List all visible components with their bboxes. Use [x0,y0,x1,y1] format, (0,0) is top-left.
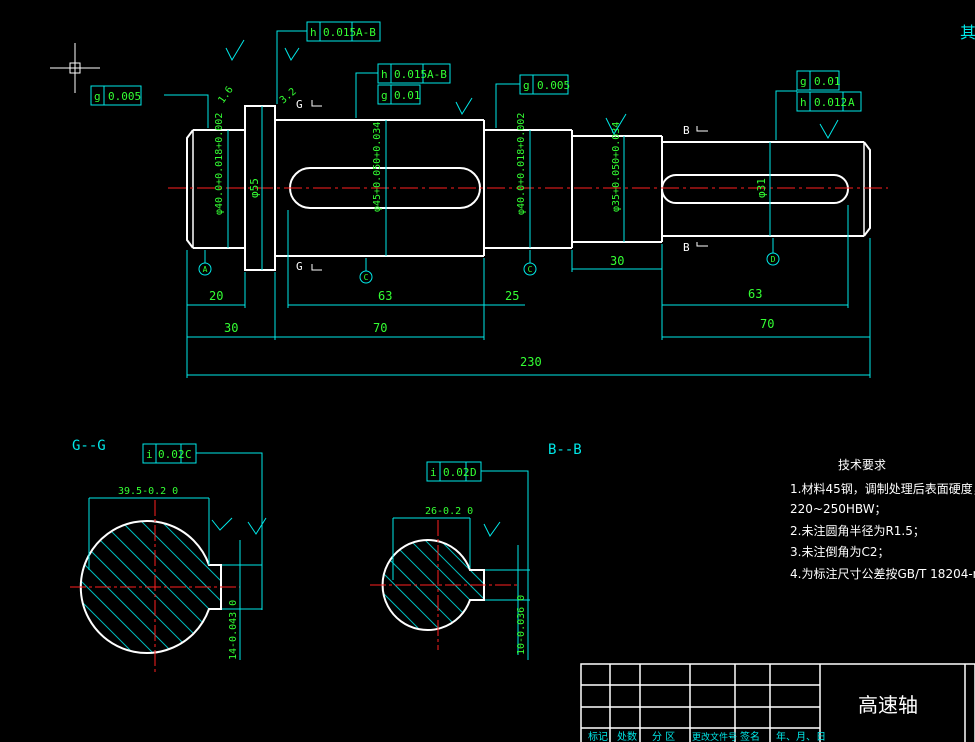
tech-line-1: 1.材料45钢，调制处理后表面硬度， [790,481,975,496]
tf3-symbol: h [381,68,388,81]
tf7-value: 0.012 [814,96,847,109]
diameter-dim-lines [227,106,771,270]
tb-header-sign: 签名 [740,730,760,742]
tf9-value: 0.02 [443,466,470,479]
shaft-outline [186,105,871,271]
tf1-symbol: g [94,90,101,103]
tf7-symbol: h [800,96,807,109]
datum-labels: A C C D [203,255,776,282]
tb-header-date: 年、月、日 [776,730,826,742]
section-mark-g-top: G [296,98,303,111]
section-gg-width: 39.5-0.2 0 [118,486,178,497]
dim-d-right: φ31 [755,178,768,198]
tf5-value: 0.005 [537,79,570,92]
tf6-value: 0.01 [814,75,841,88]
roughness-value-1: 1.6 [216,85,235,106]
header-glyph: 其 [960,23,975,42]
section-mark-b-top: B [683,124,690,137]
crosshair-icon [50,43,100,93]
dim-d-bearing: φ40.0+0.018+0.002 [516,113,527,215]
section-bb-title: B--B [548,442,582,458]
section-bb: B--B 26-0.2 0 10-0.036 0 [370,442,582,655]
section-bb-key: 10-0.036 0 [516,595,527,655]
tolerance-leaders [164,30,797,660]
tech-requirements: 技术要求 1.材料45钢，调制处理后表面硬度， 220~250HBW； 2.未注… [790,458,975,581]
tf2-symbol: h [310,26,317,39]
tf7-datum: A [848,96,855,109]
tech-line-2: 220~250HBW； [790,502,887,516]
title-block-headers: 标记 处数 分 区 更改文件号 签名 年、月、日 [588,730,826,742]
tf4-value: 0.01 [394,89,421,102]
keyway-slots [289,167,849,209]
part-name: 高速轴 [858,693,918,717]
tb-header-zone: 分 区 [652,731,675,742]
section-bb-width: 26-0.2 0 [425,506,473,517]
tolerance-frame-boxes [90,21,862,482]
tf3-datum: A-B [427,68,447,81]
len-70-left: 70 [373,321,387,335]
tf8-datum: C [185,448,192,461]
title-block [580,663,975,742]
datum-d: D [771,255,776,264]
tf6-symbol: g [800,75,807,88]
section-mark-b-bottom: B [683,241,690,254]
tf8-symbol: i [146,448,153,461]
tolerance-frame-text: g 0.005 h 0.015 A-B h 0.015 A-B g 0.01 g… [94,26,855,479]
tf1-value: 0.005 [108,90,141,103]
section-gg-key: 14-0.043 0 [228,600,239,660]
len-30-right: 30 [610,254,624,268]
len-63-left: 63 [378,289,392,303]
tf3-value: 0.015 [394,68,427,81]
tb-header-change-doc: 更改文件号 [692,731,737,742]
section-gg-title: G--G [72,438,106,454]
dim-d-collar: φ55 [248,178,261,198]
tf9-symbol: i [430,466,437,479]
len-30-left: 30 [224,321,238,335]
fillet-notes: 1.6 3.2 [216,85,298,107]
length-dim-lines [186,205,871,378]
dim-d-step: φ35+0.050+0.034 [611,122,622,212]
tb-header-mark: 标记 [588,731,608,742]
tf8-value: 0.02 [158,448,185,461]
len-63-right: 63 [748,287,762,301]
datum-markers [198,238,780,284]
len-70-right: 70 [760,317,774,331]
roughness-icons [211,39,839,537]
dim-d-mid: φ45+0.050+0.034 [372,122,383,212]
tf9-datum: D [470,466,477,479]
tech-line-4: 3.未注倒角为C2； [790,544,889,559]
len-25: 25 [505,289,519,303]
length-labels: 20 30 63 70 25 30 63 70 230 [209,254,774,369]
dim-d-left: φ40.0+0.018+0.002 [214,113,225,215]
datum-c-2: C [528,265,533,274]
tb-header-count: 处数 [617,730,637,742]
tech-requirements-title: 技术要求 [838,458,886,472]
diameter-labels: φ40.0+0.018+0.002 φ55 φ45+0.050+0.034 φ4… [214,113,768,215]
tf2-datum: A-B [356,26,376,39]
datum-a: A [203,265,208,274]
tf2-value: 0.015 [323,26,356,39]
tf5-symbol: g [523,79,530,92]
section-marks: G G B B [296,98,690,273]
section-mark-arrows [311,100,708,271]
tf4-symbol: g [381,89,388,102]
section-mark-g-bottom: G [296,260,303,273]
tech-line-3: 2.未注圆角半径为R1.5； [790,523,925,538]
tech-line-5: 4.为标注尺寸公差按GB/T 18204-m [790,566,975,581]
len-230: 230 [520,355,542,369]
len-20: 20 [209,289,223,303]
section-gg: G--G 39.5-0.2 0 14-0.043 0 [70,438,262,672]
datum-c-1: C [364,273,369,282]
